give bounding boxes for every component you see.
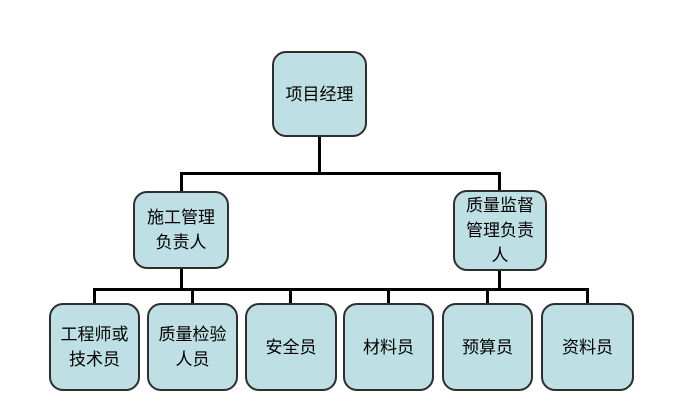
connector-level2-right-down	[498, 269, 501, 291]
org-node-project-manager: 项目经理	[272, 51, 367, 137]
org-node-label: 项目经理	[285, 84, 354, 104]
org-node-label: 质量监督 管理负责 人	[466, 196, 534, 265]
org-node-material-officer: 材料员	[343, 303, 434, 391]
connector-level3-drop-5	[486, 288, 489, 305]
org-node-safety-officer: 安全员	[245, 303, 337, 391]
connector-level3-drop-1	[93, 288, 96, 305]
org-node-label: 质量检验 人员	[158, 325, 227, 369]
org-node-engineer-or-technician: 工程师或 技术员	[49, 303, 140, 391]
org-node-quality-supervision-management-leader: 质量监督 管理负责 人	[453, 190, 547, 271]
org-node-label: 安全员	[265, 337, 317, 357]
connector-level2-left-drop	[180, 172, 183, 193]
connector-level3-drop-2	[191, 288, 194, 305]
org-node-construction-management-leader: 施工管理 负责人	[133, 191, 229, 269]
connector-level2-left-down	[180, 267, 183, 291]
connector-level2-rail	[180, 172, 501, 175]
connector-level3-drop-4	[387, 288, 390, 305]
connector-level3-drop-6	[586, 288, 589, 305]
org-node-label: 材料员	[363, 337, 414, 357]
org-node-label: 工程师或 技术员	[60, 325, 129, 369]
connector-level3-drop-3	[289, 288, 292, 305]
org-node-document-officer: 资料员	[541, 303, 634, 391]
org-node-quality-inspection-personnel: 质量检验 人员	[147, 303, 238, 391]
org-node-label: 施工管理 负责人	[147, 208, 215, 252]
connector-root-vertical	[318, 136, 321, 175]
org-node-label: 资料员	[562, 337, 613, 357]
org-node-label: 预算员	[462, 337, 513, 357]
connector-level3-rail	[93, 288, 589, 291]
org-node-budget-officer: 预算员	[442, 303, 533, 391]
connector-level2-right-drop	[498, 172, 501, 192]
